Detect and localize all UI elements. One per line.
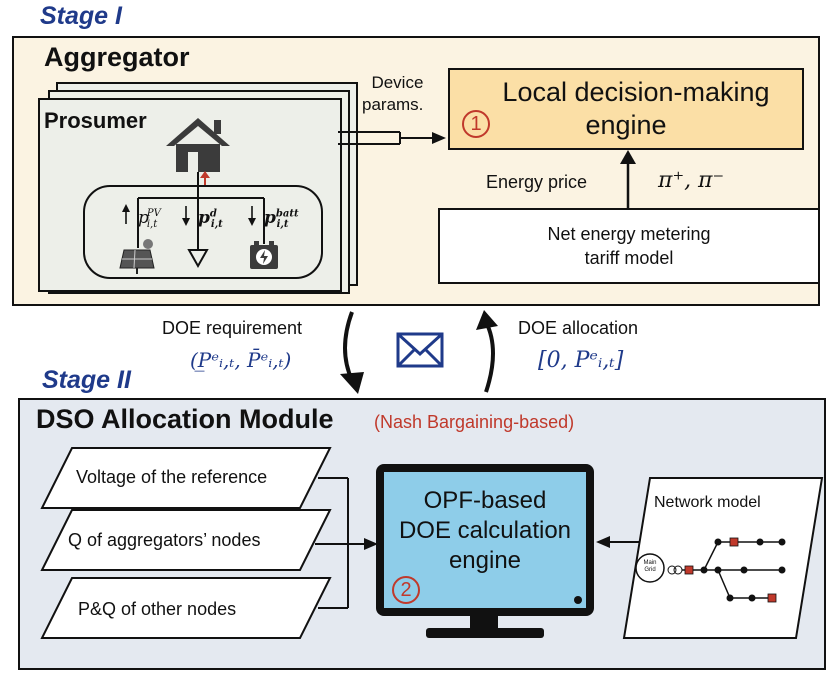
input-pq-label: P&Q of other nodes xyxy=(78,599,237,619)
aggregator-title: Aggregator xyxy=(44,42,190,72)
doe-requirement-label: DOE requirement xyxy=(162,318,303,338)
batt-power-label: pbatti,t xyxy=(264,208,299,231)
local-decision-engine: Local decision-making engine xyxy=(448,68,804,150)
network-model-title: Network model xyxy=(654,494,761,511)
device-params-label: Device params. xyxy=(362,73,424,114)
opf-engine-text: OPF-based DOE calculation engine xyxy=(384,486,586,576)
stage-2-label: Stage II xyxy=(42,366,131,394)
energy-price-label: Energy price xyxy=(486,172,588,192)
engine-line-1: Local decision-making xyxy=(502,77,770,107)
input-voltage-label: Voltage of the reference xyxy=(76,467,268,487)
opf-engine-line-1: OPF-based xyxy=(423,487,547,514)
house-icon xyxy=(166,118,230,172)
pv-power-label: pPVi,t xyxy=(138,208,161,231)
stage-1-label: Stage I xyxy=(40,2,122,30)
dso-module-title: DSO Allocation Module xyxy=(36,404,334,434)
input-voltage-shape xyxy=(40,447,332,509)
prosumer-title: Prosumer xyxy=(44,108,147,133)
grid-export-arrow-icon xyxy=(200,171,210,186)
solar-panel-icon xyxy=(119,239,155,274)
envelope-icon xyxy=(396,332,444,368)
input-q-label: Q of aggregators’ nodes xyxy=(68,530,261,550)
tariff-model-box: Net energy metering tariff model xyxy=(438,208,820,284)
main-grid-label: Main Grid xyxy=(643,560,657,573)
network-graph-icon xyxy=(635,537,786,603)
engine-2-badge: 2 xyxy=(392,576,420,604)
prosumer-diagram xyxy=(83,118,323,279)
doe-allocation-label: DOE allocation xyxy=(518,318,639,338)
engine-line-2: engine xyxy=(585,110,667,140)
opf-engine-line-2: DOE calculation xyxy=(398,517,572,544)
price-symbols: π⁺, π⁻ xyxy=(658,168,725,193)
input-q-shape xyxy=(40,509,332,571)
doe-allocation-math: [0, Pᵉᵢ,ₜ] xyxy=(538,348,624,373)
doe-requirement-math: (P̲ᵉᵢ,ₜ, P̄ᵉᵢ,ₜ) xyxy=(190,348,292,372)
battery-icon xyxy=(250,241,278,269)
opf-engine-line-3: engine xyxy=(448,547,522,574)
engine-1-badge: 1 xyxy=(462,110,490,138)
input-pq-shape xyxy=(40,577,332,639)
load-power-label: pdi,t xyxy=(198,208,223,231)
dso-module-subtitle: (Nash Bargaining-based) xyxy=(374,412,575,432)
